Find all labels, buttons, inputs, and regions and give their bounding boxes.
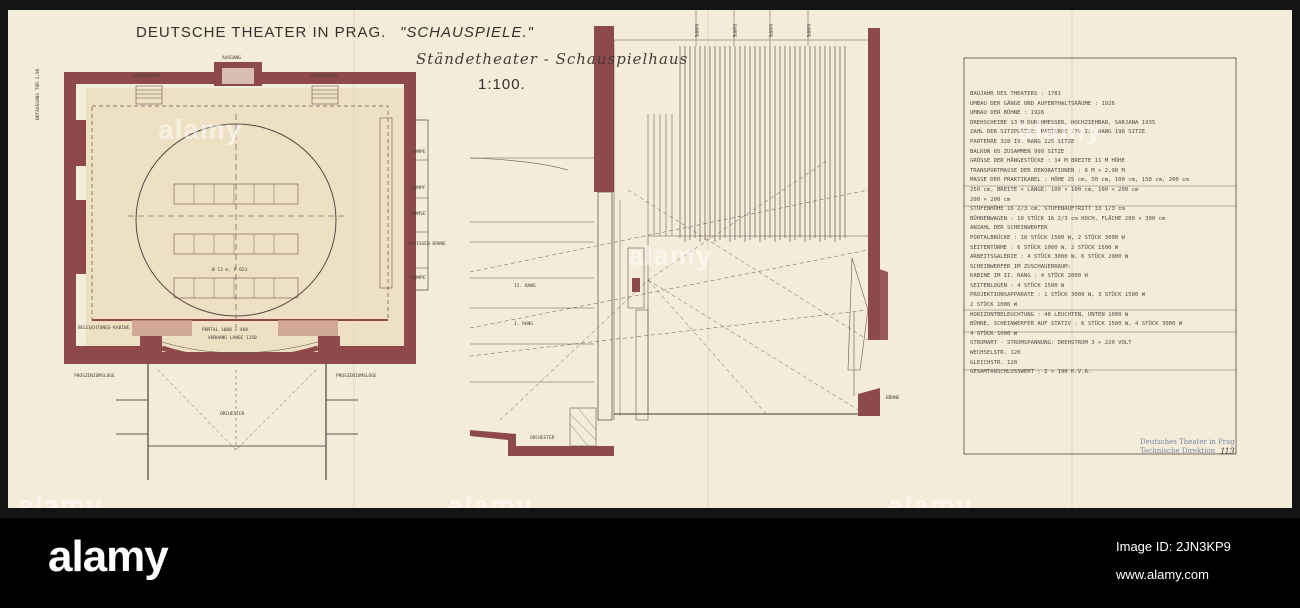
floor-plan bbox=[64, 62, 429, 480]
spec-line: SEITENTÜRME : 6 STÜCK 1000 W, 2 STÜCK 15… bbox=[970, 244, 1119, 251]
plan-label-kulisse: KULISSEN BÜHNE bbox=[408, 242, 446, 247]
plan-label-portal: PORTAL 1000 × 460 bbox=[202, 328, 249, 333]
plan-label-diameter: Ø 13 m, P 023 bbox=[212, 268, 248, 273]
spec-line: ANZAHL DER SCHEINWERFER bbox=[970, 225, 1048, 232]
spec-line: KABINE IM II. RANG : 4 STÜCK 2000 W bbox=[970, 273, 1088, 280]
plan-label-rampe: RAMPE bbox=[412, 150, 426, 155]
handwritten-note: Ständetheater - Schauspielhaus bbox=[416, 50, 689, 68]
spec-line: ZAHL DER SITZPLÄTZE: PARTERRE 279 II. RA… bbox=[970, 129, 1146, 136]
spec-line: WECHSELSTR. 120 bbox=[970, 350, 1021, 357]
watermark: alamy bbox=[448, 490, 533, 508]
spec-line: SCHEINWERFER IM ZUSCHAUERRAUM: bbox=[970, 263, 1072, 270]
watermark: alamy bbox=[18, 490, 103, 508]
drawing-genre: "SCHAUSPIELE." bbox=[400, 24, 534, 41]
section-label-rang-2: II. RANG bbox=[514, 284, 536, 289]
spec-table-frame bbox=[963, 57, 1237, 455]
plan-label-kampe: KAMPE bbox=[412, 276, 426, 281]
plan-label-garderoben-left: GARDEROBEN bbox=[132, 74, 160, 79]
section-label-rampe-3: RAMPE bbox=[767, 24, 772, 38]
drawing-sheet: DEUTSCHE THEATER IN PRAG. "SCHAUSPIELE."… bbox=[8, 10, 1292, 508]
section-label-buhne: BÜHNE bbox=[886, 396, 900, 401]
plan-label-proszenium-left: PROSZENIUMSLOGE bbox=[74, 374, 115, 379]
section-label-rampe-4: RAMPE bbox=[805, 24, 810, 38]
spec-line: PORTALBRÜCKE : 18 STÜCK 1500 W, 2 STÜCK … bbox=[970, 234, 1125, 241]
plan-label-beleuchtung: BELEUCHTUNGS-KABINE bbox=[78, 326, 130, 331]
watermark: alamy bbox=[628, 240, 713, 271]
archive-stamp: Deutsches Theater in Prag Technische Dir… bbox=[1140, 438, 1235, 456]
plan-label-kampf: KAMPF bbox=[412, 186, 426, 191]
section-label-rampe-1: RAMPE bbox=[693, 24, 698, 38]
section-drawing bbox=[469, 10, 888, 456]
section-label-rampe-2: RAMPE bbox=[731, 24, 736, 38]
watermark: alamy bbox=[158, 114, 243, 145]
plan-label-ausgang: AUSGANG bbox=[222, 56, 241, 61]
spec-line: BALKON 65 ZUSAMMEN 999 SITZE bbox=[970, 148, 1065, 155]
spec-line: 2 STÜCK 1000 W bbox=[970, 302, 1018, 309]
spec-line: PARTERRE 328 IV. RANG 125 SITZE bbox=[970, 138, 1075, 145]
spec-line: BÜHNE, SCHEINWERFER AUF STATIV : 6 STÜCK… bbox=[970, 321, 1183, 328]
site-url: www.alamy.com bbox=[1116, 567, 1209, 582]
alamy-logo: alamy bbox=[48, 532, 169, 581]
drawing-title: DEUTSCHE THEATER IN PRAG. bbox=[136, 24, 387, 41]
spec-line: PROJEKTIONSAPPARATE : 1 STÜCK 3000 W, 3 … bbox=[970, 292, 1146, 299]
spec-line: BÜHNENWAGEN : 10 STÜCK 16 2/3 cm HOCH, F… bbox=[970, 215, 1166, 222]
watermark: alamy bbox=[888, 490, 973, 508]
watermark: alamy bbox=[1018, 114, 1103, 145]
section-label-rang-1: I. RANG bbox=[514, 322, 533, 327]
drawing-scale: 1:100. bbox=[478, 76, 526, 93]
spec-line: BAUJAHR DES THEATERS : 1781 bbox=[970, 91, 1061, 97]
footer-bar bbox=[0, 518, 1300, 608]
spec-line: ARBEITSGALERIE : 4 STÜCK 3000 W, 6 STÜCK… bbox=[970, 254, 1129, 261]
spec-line: HORIZONTBELEUCHTUNG : 48 LEUCHTEN, UNTEN… bbox=[970, 311, 1129, 318]
spec-line: 4 STÜCK 1000 W bbox=[970, 330, 1018, 337]
spec-line: DREHSCHEIBE 13 M DURCHMESSER, HOCHZIEHBA… bbox=[970, 119, 1156, 126]
stamp-line-2: Technische Direktion bbox=[1140, 447, 1216, 455]
stamp-line-1: Deutsches Theater in Prag bbox=[1140, 438, 1235, 446]
spec-line: GLEICHSTR. 120 bbox=[970, 359, 1018, 366]
spec-line: 250 cm, BREITE × LÄNGE: 100 × 100 cm, 10… bbox=[970, 186, 1139, 193]
plan-label-orchester: ORCHESTER bbox=[220, 412, 245, 417]
inventory-number: 113 bbox=[1220, 446, 1235, 456]
spec-line: SEITENLOGEN : 4 STÜCK 1500 W bbox=[970, 282, 1065, 289]
spec-line: MASSE DER PRAKTIKABEL : HÖHE 25 cm, 50 c… bbox=[970, 177, 1189, 184]
plan-label-garderoben-right: GARDEROBEN bbox=[310, 74, 338, 79]
spec-line: TRANSPORTMASSE DER DEKORATIONEN : 8 M × … bbox=[970, 167, 1125, 174]
plan-label-bamse: BAMSE bbox=[412, 212, 426, 217]
plan-label-vorhang: VORHANG LANGE 1150 bbox=[208, 336, 257, 341]
section-label-orchester: ORCHESTER bbox=[530, 436, 555, 441]
architectural-drawing bbox=[64, 10, 1237, 508]
spec-line: UMBAU DER GÄNGE UND AUFENTHALTSRÄUME : 1… bbox=[970, 100, 1115, 107]
image-id: Image ID: 2JN3KP9 bbox=[1116, 539, 1231, 554]
spec-line: UMBAU DER BÜHNE : 1926 bbox=[970, 110, 1045, 117]
spec-line: GRÖSSE DER HÄNGESTÜCKE : 14 M BREITE 11 … bbox=[970, 158, 1125, 165]
spec-line: STROMART - STROMSPANNUNG: DREHSTROM 3 × … bbox=[970, 340, 1132, 347]
plan-label-proszenium-right: PROSZENIUMSLOGE bbox=[336, 374, 377, 379]
spec-line: 200 × 200 cm bbox=[970, 196, 1011, 203]
spec-line: STUFENHÖHE 16 2/3 cm, STUFENAUFTRITT 33 … bbox=[970, 206, 1125, 213]
plan-label-notausgang: NOTAUSGANG TOR 1,96 bbox=[36, 68, 41, 120]
spec-line: GESAMTANSCHLUSSWERT : 2 × 190 K.V.A. bbox=[970, 369, 1092, 376]
